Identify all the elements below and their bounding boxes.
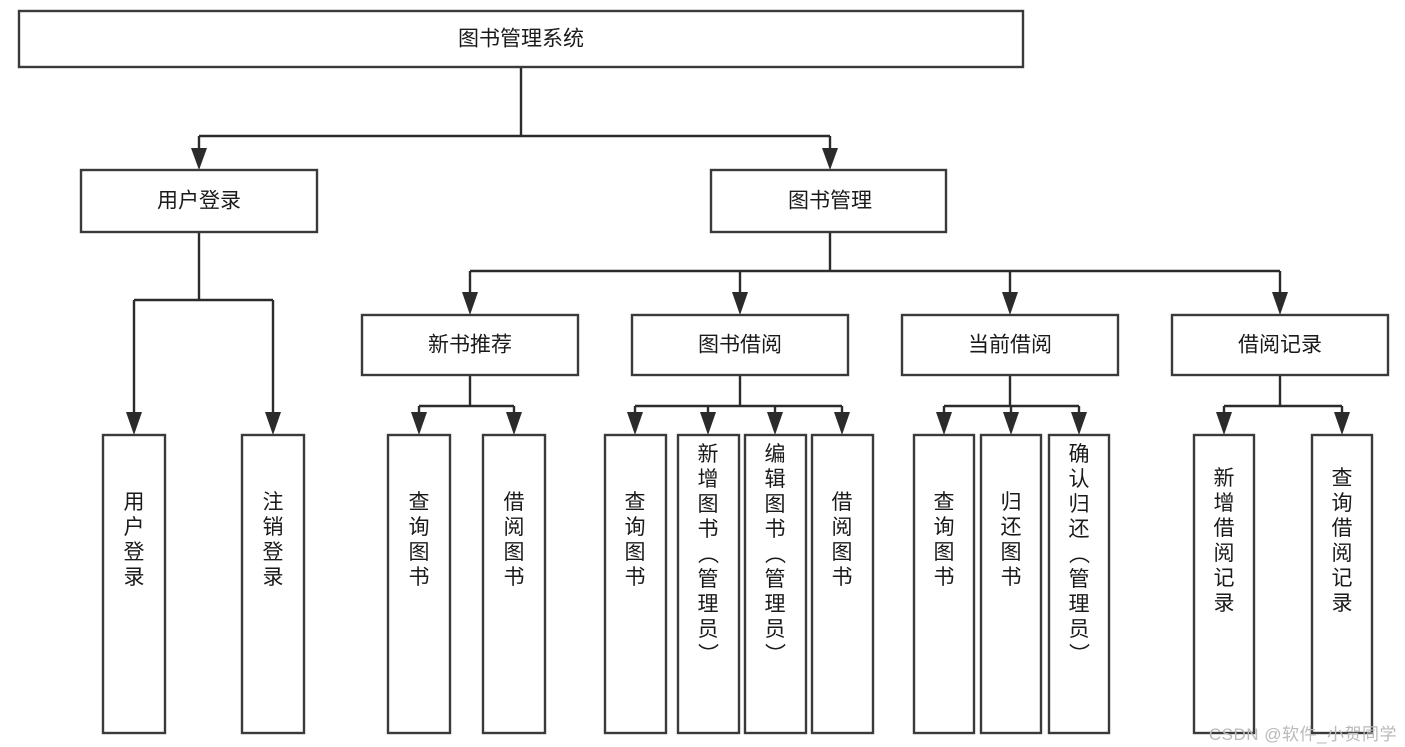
user-login-box[interactable] bbox=[79, 168, 319, 234]
leaf-box[interactable] bbox=[101, 433, 167, 735]
node-book-borrow[interactable]: 图书借阅 bbox=[630, 313, 850, 377]
root-box[interactable] bbox=[17, 9, 1025, 69]
arrow-head-leaf-nb-1 bbox=[411, 412, 427, 435]
leaf-box[interactable] bbox=[1047, 433, 1111, 735]
leaf-node[interactable]: 新增借阅记录 bbox=[1192, 433, 1256, 735]
leaf-node[interactable]: 编辑图书（管理员） bbox=[743, 433, 808, 735]
arrow-head-leaf-cb-1 bbox=[936, 412, 952, 435]
leaf-box[interactable] bbox=[810, 433, 875, 735]
leaf-label: 用户登录 bbox=[124, 491, 145, 589]
node-user-login[interactable]: 用户登录 bbox=[79, 168, 319, 234]
leaf-label: 查询借阅记录 bbox=[1332, 467, 1353, 615]
leaf-node[interactable]: 查询图书 bbox=[912, 433, 976, 735]
leaf-label: 编辑图书（管理员） bbox=[765, 443, 787, 666]
leaf-box[interactable] bbox=[1192, 433, 1256, 735]
connector-layer bbox=[126, 67, 1350, 435]
leaf-label: 确认归还（管理员） bbox=[1069, 443, 1091, 666]
current-borrow-label: 当前借阅 bbox=[968, 334, 1052, 357]
leaf-label: 借阅图书 bbox=[832, 491, 853, 589]
arrow-head-leaf-cb-2 bbox=[1003, 412, 1019, 435]
arrow-head-book-mgmt bbox=[822, 148, 838, 170]
leaf-label: 注销登录 bbox=[263, 491, 284, 589]
borrow-record-label: 借阅记录 bbox=[1238, 334, 1322, 357]
leaf-box[interactable] bbox=[743, 433, 808, 735]
arrow-head-leaf-user-login-1 bbox=[126, 412, 142, 435]
arrow-head-leaf-bb-2 bbox=[700, 412, 716, 435]
arrow-head-leaf-bb-4 bbox=[834, 412, 850, 435]
arrow-head-user-login bbox=[191, 148, 207, 170]
arrow-head-leaf-nb-2 bbox=[506, 412, 522, 435]
leaf-label: 查询图书 bbox=[409, 491, 430, 589]
leaf-box[interactable] bbox=[386, 433, 452, 735]
leaf-label: 归还图书 bbox=[1001, 491, 1022, 589]
arrow-head-leaf-br-2 bbox=[1334, 412, 1350, 435]
book-management-box[interactable] bbox=[709, 168, 948, 234]
arrow-head-leaf-cb-3 bbox=[1071, 412, 1087, 435]
arrow-head-leaf-br-1 bbox=[1216, 412, 1232, 435]
book-management-label: 图书管理 bbox=[788, 190, 872, 213]
new-book-recommend-box[interactable] bbox=[360, 313, 580, 377]
borrow-record-box[interactable] bbox=[1170, 313, 1390, 377]
book-borrow-box[interactable] bbox=[630, 313, 850, 377]
leaf-node[interactable]: 查询借阅记录 bbox=[1310, 433, 1374, 735]
arrow-head-leaf-bb-1 bbox=[627, 412, 643, 435]
leaf-node[interactable]: 新增图书（管理员） bbox=[676, 433, 741, 735]
arrow-head-leaf-user-login-2 bbox=[265, 412, 281, 435]
arrow-head-borrow-record bbox=[1272, 292, 1288, 315]
leaf-box[interactable] bbox=[481, 433, 547, 735]
leaf-node[interactable]: 归还图书 bbox=[979, 433, 1043, 735]
arrow-head-new-book bbox=[462, 292, 478, 315]
user-login-label: 用户登录 bbox=[157, 190, 241, 213]
leaf-label: 查询图书 bbox=[625, 491, 646, 589]
leaf-box[interactable] bbox=[979, 433, 1043, 735]
node-new-book-recommend[interactable]: 新书推荐 bbox=[360, 313, 580, 377]
leaf-label: 新增图书（管理员） bbox=[698, 443, 720, 666]
root-label: 图书管理系统 bbox=[458, 28, 584, 51]
leaf-label: 借阅图书 bbox=[504, 491, 525, 589]
leaf-box[interactable] bbox=[676, 433, 741, 735]
leaf-box[interactable] bbox=[603, 433, 668, 735]
node-current-borrow[interactable]: 当前借阅 bbox=[900, 313, 1120, 377]
node-book-management[interactable]: 图书管理 bbox=[709, 168, 948, 234]
leaf-node[interactable]: 用户登录 bbox=[101, 433, 167, 735]
leaf-node[interactable]: 查询图书 bbox=[386, 433, 452, 735]
current-borrow-box[interactable] bbox=[900, 313, 1120, 377]
leaf-label: 查询图书 bbox=[934, 491, 955, 589]
leaf-box[interactable] bbox=[912, 433, 976, 735]
new-book-recommend-label: 新书推荐 bbox=[428, 334, 512, 357]
arrow-head-leaf-bb-3 bbox=[767, 412, 783, 435]
leaf-label: 新增借阅记录 bbox=[1214, 467, 1235, 615]
arrow-head-current-borrow bbox=[1002, 292, 1018, 315]
leaf-node[interactable]: 借阅图书 bbox=[810, 433, 875, 735]
leaf-node[interactable]: 确认归还（管理员） bbox=[1047, 433, 1111, 735]
leaf-box[interactable] bbox=[240, 433, 306, 735]
node-root[interactable]: 图书管理系统 bbox=[17, 9, 1025, 69]
leaf-box[interactable] bbox=[1310, 433, 1374, 735]
node-borrow-record[interactable]: 借阅记录 bbox=[1170, 313, 1390, 377]
book-borrow-label: 图书借阅 bbox=[698, 334, 782, 357]
arrow-head-book-borrow bbox=[732, 292, 748, 315]
leaf-node[interactable]: 查询图书 bbox=[603, 433, 668, 735]
leaf-node[interactable]: 注销登录 bbox=[240, 433, 306, 735]
leaf-node[interactable]: 借阅图书 bbox=[481, 433, 547, 735]
